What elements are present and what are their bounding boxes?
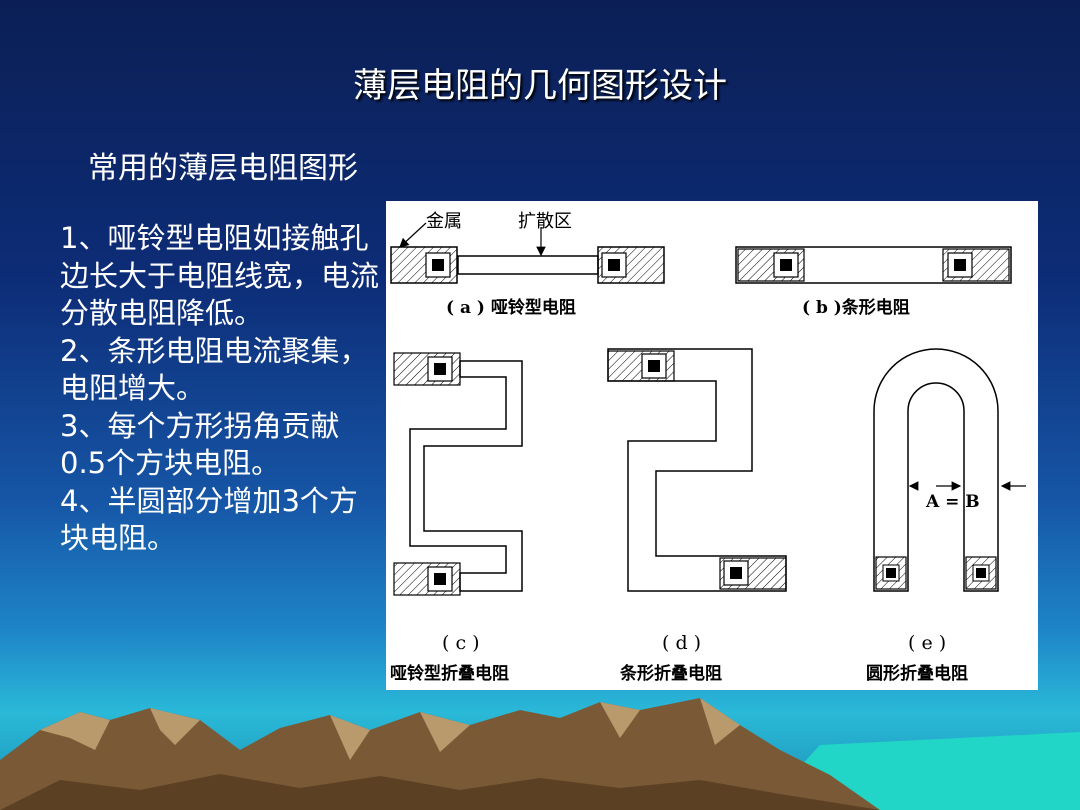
mountain-decoration: [0, 698, 1080, 810]
slide-subtitle: 常用的薄层电阻图形: [88, 151, 358, 186]
caption-e: 圆形折叠电阻: [866, 663, 968, 684]
caption-b: ( b )条形电阻: [802, 297, 910, 318]
caption-c: 哑铃型折叠电阻: [390, 663, 509, 684]
bullet-1: 1、哑铃型电阻如接触孔边长大于电阻线宽，电流分散电阻降低。: [60, 221, 380, 330]
slide-title: 薄层电阻的几何图形设计: [353, 66, 727, 106]
caption-d-letter: ( d ): [662, 632, 701, 654]
caption-a: ( a ) 哑铃型电阻: [446, 297, 576, 318]
circular-folded-resistor-e: A = B ( e ) 圆形折叠电阻: [866, 348, 1026, 684]
folded-bar-resistor-d: ( d ) 条形折叠电阻: [607, 348, 787, 684]
caption-d: 条形折叠电阻: [619, 663, 722, 684]
bullet-3: 3、每个方形拐角贡献0.5个方块电阻。: [60, 408, 340, 481]
resistor-geometry-figure: 金属 扩散区 ( a ) 哑铃型电阻 ( b )条形电阻 ( c ) 哑铃型折叠…: [386, 201, 1038, 690]
bar-resistor-b: ( b )条形电阻: [735, 246, 1012, 318]
folded-dumbbell-resistor-c: ( c ) 哑铃型折叠电阻: [390, 352, 523, 684]
bullet-2: 2、条形电阻电流聚集，电阻增大。: [60, 333, 369, 406]
dimension-label: A = B: [925, 492, 980, 512]
caption-c-letter: ( c ): [442, 632, 480, 654]
bullet-list: 1、哑铃型电阻如接触孔边长大于电阻线宽，电流分散电阻降低。 2、条形电阻电流聚集…: [60, 220, 380, 558]
dumbbell-resistor-a: 金属 扩散区 ( a ) 哑铃型电阻: [390, 211, 665, 318]
bullet-4: 4、半圆部分增加3个方块电阻。: [60, 483, 358, 556]
caption-e-letter: ( e ): [908, 632, 946, 654]
diffusion-label: 扩散区: [518, 211, 572, 232]
metal-label: 金属: [426, 211, 462, 232]
